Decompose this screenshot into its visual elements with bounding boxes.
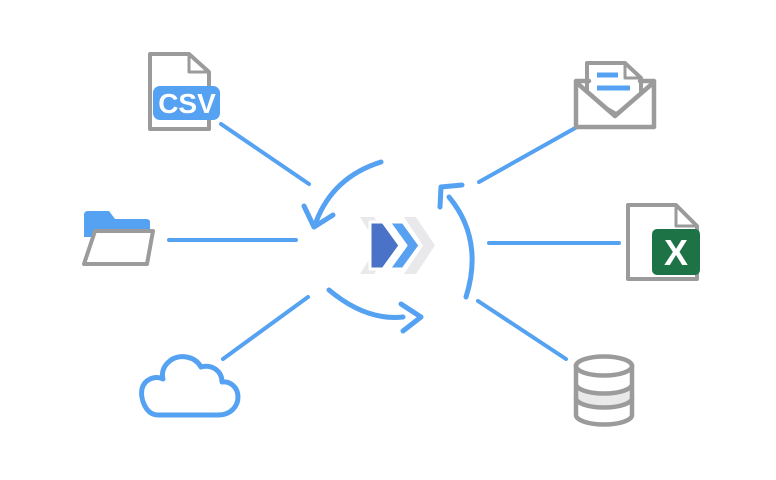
cycle-arrow-top-head <box>301 203 336 230</box>
database-icon <box>573 354 635 427</box>
connector-center-to-database <box>476 299 568 361</box>
chevron-dark-blue <box>368 220 402 271</box>
connector-lines <box>167 122 621 361</box>
csv-badge-label: CSV <box>158 88 216 119</box>
letter-corner-fold <box>623 63 641 80</box>
csv-corner-fold <box>187 54 209 74</box>
cycle-arrow-right-head <box>437 182 465 210</box>
csv-badge <box>153 86 220 120</box>
excel-badge <box>652 229 700 275</box>
cycle-arrows <box>301 159 475 334</box>
cycle-arrow-right-shaft <box>446 194 475 300</box>
envelope-flap-lines <box>574 80 656 119</box>
envelope-body-outline <box>573 78 657 130</box>
letter-text-lines <box>597 72 630 91</box>
chevron-gray-right <box>404 217 435 274</box>
cycle-arrow-bottom-head <box>398 301 424 334</box>
sync-chevrons-icon <box>360 217 435 274</box>
cycle-arrow-top-shaft <box>313 159 384 225</box>
database-divider-top <box>573 381 635 396</box>
excel-file-icon: X <box>626 203 700 281</box>
excel-badge-label: X <box>664 232 688 273</box>
folder-front <box>82 229 155 266</box>
database-divider-bottom <box>573 395 635 410</box>
envelope-flap-fill <box>576 84 654 126</box>
cycle-arrow-bottom-shaft <box>326 287 406 320</box>
connector-csv-to-center <box>219 122 311 186</box>
chevron-light-blue <box>387 220 422 271</box>
cloud-outline <box>139 354 241 418</box>
database-body-outline <box>573 362 635 427</box>
cloud-icon <box>139 354 241 418</box>
database-middle-band <box>576 384 632 408</box>
open-folder-icon <box>82 211 155 266</box>
connector-cloud-to-center <box>221 295 310 361</box>
excel-corner-fold <box>674 205 697 228</box>
database-top-ellipse <box>573 354 635 378</box>
csv-file-icon: CSV <box>148 52 220 131</box>
connector-center-to-email <box>477 125 579 184</box>
open-envelope-icon <box>573 61 657 130</box>
